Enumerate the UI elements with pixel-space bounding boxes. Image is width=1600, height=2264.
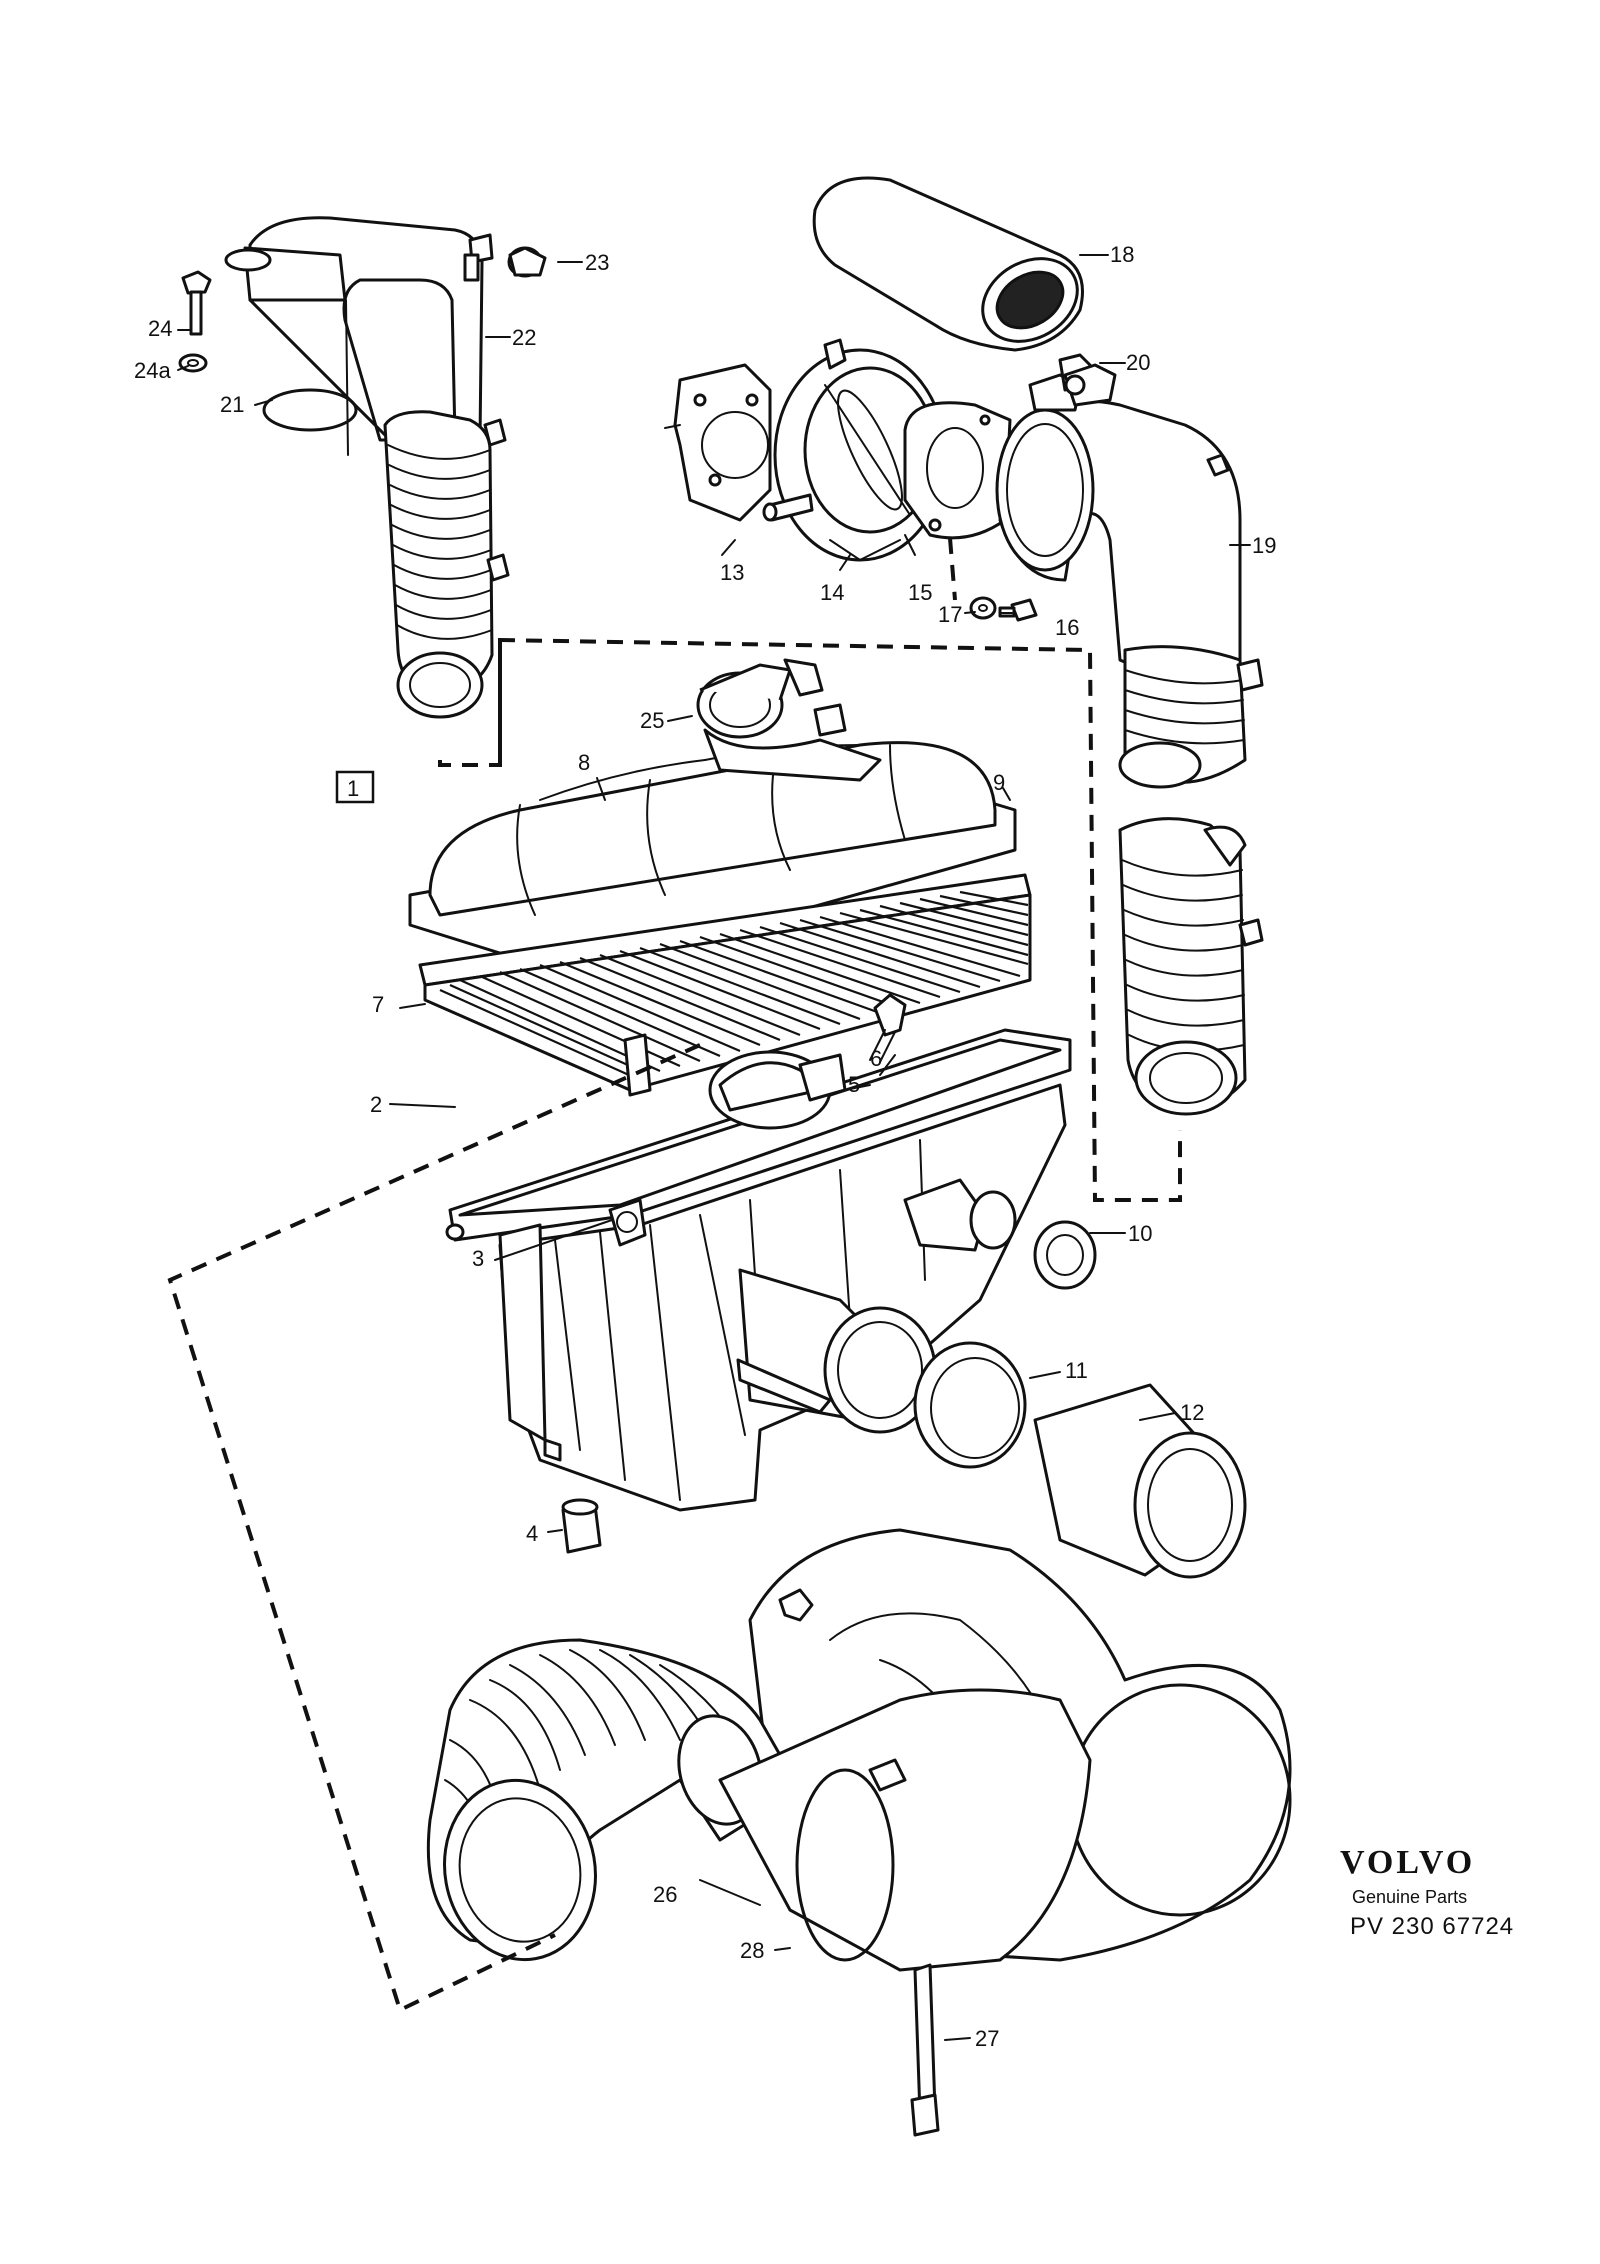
callout-16: 16 [1055, 615, 1079, 640]
clamp-part-20 [1063, 363, 1117, 407]
inlet-hose-part-18 [812, 176, 1084, 352]
callout-10: 10 [1128, 1221, 1152, 1246]
callout-5: 5 [848, 1072, 860, 1097]
callout-4: 4 [526, 1521, 538, 1546]
connector-lines [167, 537, 1182, 2013]
callout-24: 24 [148, 316, 172, 341]
flexible-hose-part-26 [426, 1638, 1092, 1972]
callout-14: 14 [820, 580, 844, 605]
callout-3: 3 [472, 1246, 484, 1271]
throttle-housing-part-14 [762, 338, 947, 562]
callout-26: 26 [653, 1882, 677, 1907]
callout-12: 12 [1180, 1400, 1204, 1425]
part-reference: PV 230 67724 [1350, 1913, 1514, 1940]
callout-13: 13 [720, 560, 744, 585]
clip-part-3 [608, 1198, 647, 1247]
hose-ring-part-21 [262, 388, 358, 432]
sensor-part-5 [708, 1050, 847, 1130]
sealing-ring-part-11 [913, 1341, 1027, 1469]
callout-18: 18 [1110, 242, 1134, 267]
callout-labels: 1 2 3 4 5 6 7 8 9 10 11 12 13 14 15 16 1… [134, 242, 1276, 2051]
callout-9: 9 [993, 770, 1005, 795]
callout-17: 17 [938, 602, 962, 627]
pipe-part-12 [1033, 1383, 1247, 1579]
rubber-foot-part-4 [561, 1498, 602, 1554]
callout-2: 2 [370, 1092, 382, 1117]
callout-6: 6 [870, 1046, 882, 1071]
grommet-part-10 [1033, 1220, 1097, 1290]
brand-block: VOLVO Genuine Parts PV 230 67724 [1340, 1844, 1514, 1940]
sensor-pin-part-6 [869, 993, 907, 1063]
callout-7: 7 [372, 992, 384, 1017]
callout-11: 11 [1065, 1358, 1088, 1383]
screw-part-16 [998, 598, 1038, 622]
rubber-cap-part-23 [507, 246, 547, 278]
clamp-part-28 [795, 1758, 907, 1962]
bolt-part-24 [181, 270, 212, 336]
callout-21: 21 [220, 392, 244, 417]
pipe-bend-part-19 [995, 353, 1264, 1116]
callout-8: 8 [578, 750, 590, 775]
callout-23: 23 [585, 250, 609, 275]
filter-cover-part-8 [408, 741, 1017, 977]
callout-box-1 [335, 770, 375, 804]
callout-22: 22 [512, 325, 536, 350]
callout-25: 25 [640, 708, 664, 733]
callout-27: 27 [975, 2026, 999, 2051]
clamp-ring-part-25 [696, 658, 882, 782]
gasket-part-13 [664, 363, 772, 522]
brand-logo: VOLVO [1340, 1844, 1475, 1881]
outlet-spigot [736, 1178, 1017, 1434]
washer-part-17 [969, 596, 997, 620]
callout-15: 15 [908, 580, 932, 605]
strap-part-27 [910, 1963, 940, 2137]
intake-elbow-hose [224, 216, 510, 719]
callout-20: 20 [1126, 350, 1150, 375]
flange-part-15 [903, 401, 1012, 540]
leader-lines [177, 254, 1251, 2041]
filter-element-part-7 [418, 873, 1032, 1097]
callout-19: 19 [1252, 533, 1276, 558]
callout-1: 1 [347, 776, 359, 801]
brand-subtitle: Genuine Parts [1352, 1887, 1467, 1907]
callout-24a: 24a [134, 358, 171, 383]
callout-28: 28 [740, 1938, 764, 1963]
